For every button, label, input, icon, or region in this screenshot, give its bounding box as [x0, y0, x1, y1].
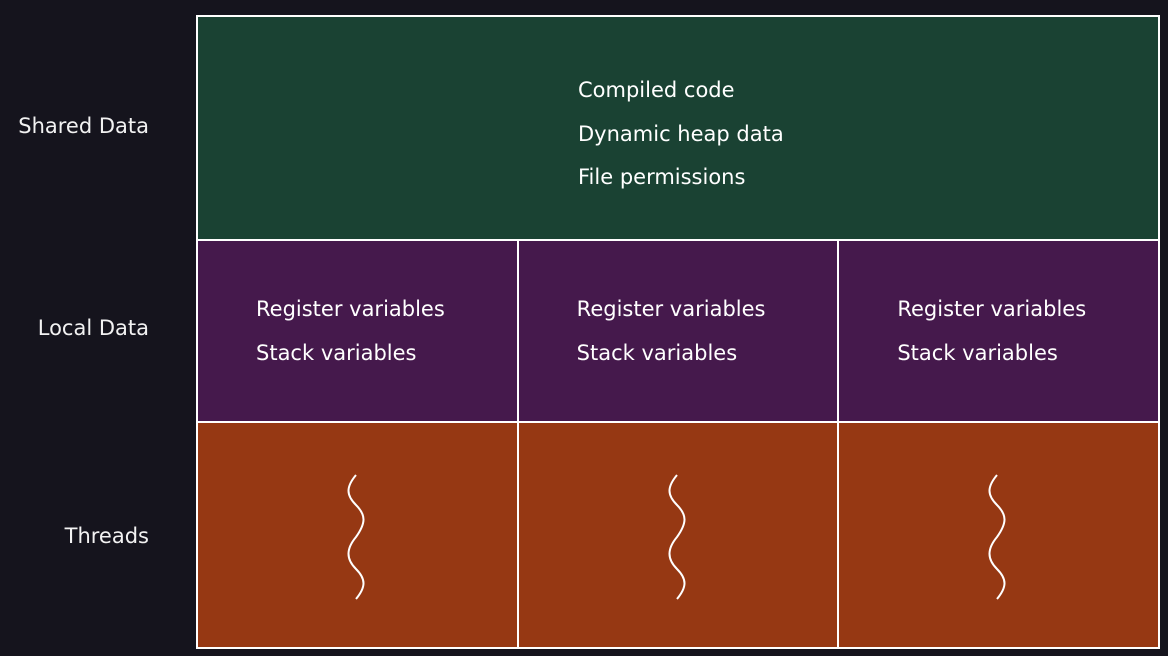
register-variables-label: Register variables: [897, 297, 1087, 321]
local-data-row: Register variables Stack variables Regis…: [198, 241, 1159, 423]
thread-cell-2: [518, 423, 840, 647]
shared-data-block: Compiled code Dynamic heap data File per…: [198, 17, 1158, 241]
local-data-cell-1: Register variables Stack variables: [198, 241, 519, 421]
thread-squiggle-icon: [347, 474, 365, 600]
shared-data-label: Shared Data: [18, 114, 149, 138]
shared-item-compiled-code: Compiled code: [578, 78, 735, 102]
threads-label: Threads: [64, 524, 149, 548]
local-data-label: Local Data: [37, 316, 149, 340]
local-data-cell-3: Register variables Stack variables: [839, 241, 1159, 421]
process-diagram: Compiled code Dynamic heap data File per…: [196, 15, 1160, 649]
thread-squiggle-icon: [988, 474, 1006, 600]
local-data-list: Register variables Stack variables: [256, 288, 445, 375]
shared-data-list: Compiled code Dynamic heap data File per…: [578, 69, 784, 200]
thread-cell-1: [198, 423, 519, 647]
register-variables-label: Register variables: [256, 297, 445, 321]
local-data-list: Register variables Stack variables: [577, 288, 766, 375]
shared-item-file-permissions: File permissions: [578, 165, 746, 189]
thread-cell-3: [839, 423, 1159, 647]
local-data-cell-2: Register variables Stack variables: [518, 241, 840, 421]
shared-item-heap-data: Dynamic heap data: [578, 121, 784, 146]
threads-row: [198, 423, 1159, 647]
stack-variables-label: Stack variables: [256, 340, 417, 365]
local-data-list: Register variables Stack variables: [897, 288, 1086, 375]
stack-variables-label: Stack variables: [576, 340, 738, 365]
register-variables-label: Register variables: [576, 297, 766, 321]
stack-variables-label: Stack variables: [897, 340, 1058, 365]
thread-squiggle-icon: [668, 474, 686, 600]
